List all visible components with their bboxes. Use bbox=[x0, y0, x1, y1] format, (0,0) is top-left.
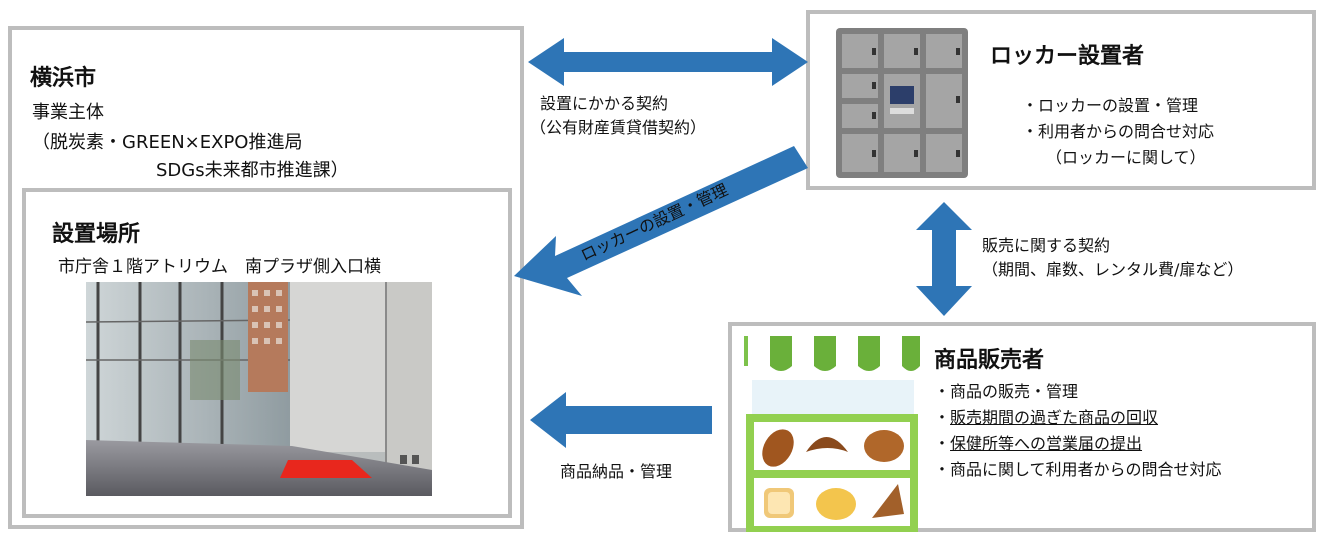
yokohama-dept-line1: （脱炭素・GREEN×EXPO推進局 bbox=[32, 132, 303, 153]
sales-contract-label-1: 販売に関する契約 bbox=[982, 236, 1111, 255]
install-manage-label: ロッカーの設置・管理 bbox=[577, 179, 731, 265]
yokohama-role: 事業主体 bbox=[32, 102, 104, 123]
seller-item-3: ・保健所等への営業届の提出 bbox=[934, 434, 1143, 453]
locker-installer-item-2: ・利用者からの問合せ対応 bbox=[1022, 122, 1215, 141]
locker-installer-item-1: ・ロッカーの設置・管理 bbox=[1022, 96, 1199, 115]
seller-title: 商品販売者 bbox=[934, 348, 1045, 373]
delivery-arrow bbox=[530, 392, 712, 448]
seller-item-1: ・商品の販売・管理 bbox=[934, 382, 1079, 401]
contract-double-arrow bbox=[528, 38, 808, 86]
sales-contract-label-2: （期間、扉数、レンタル費/扉など） bbox=[982, 260, 1244, 279]
seller-item-2: ・販売期間の過ぎた商品の回収 bbox=[934, 408, 1159, 427]
locker-installer-item-3: （ロッカーに関して） bbox=[1046, 148, 1206, 167]
yokohama-title: 横浜市 bbox=[30, 66, 97, 91]
yokohama-dept-line2: SDGs未来都市推進課） bbox=[156, 160, 349, 181]
delivery-label: 商品納品・管理 bbox=[560, 462, 673, 481]
contract-label-2: （公有財産賃貸借契約） bbox=[530, 118, 707, 137]
location-title: 設置場所 bbox=[52, 222, 141, 247]
sales-contract-vertical-arrow bbox=[916, 202, 972, 316]
location-subtitle: 市庁舎１階アトリウム 南プラザ側入口横 bbox=[58, 257, 381, 277]
seller-item-4: ・商品に関して利用者からの問合せ対応 bbox=[934, 460, 1222, 479]
locker-installer-title: ロッカー設置者 bbox=[990, 44, 1145, 69]
contract-label-1: 設置にかかる契約 bbox=[540, 94, 669, 113]
